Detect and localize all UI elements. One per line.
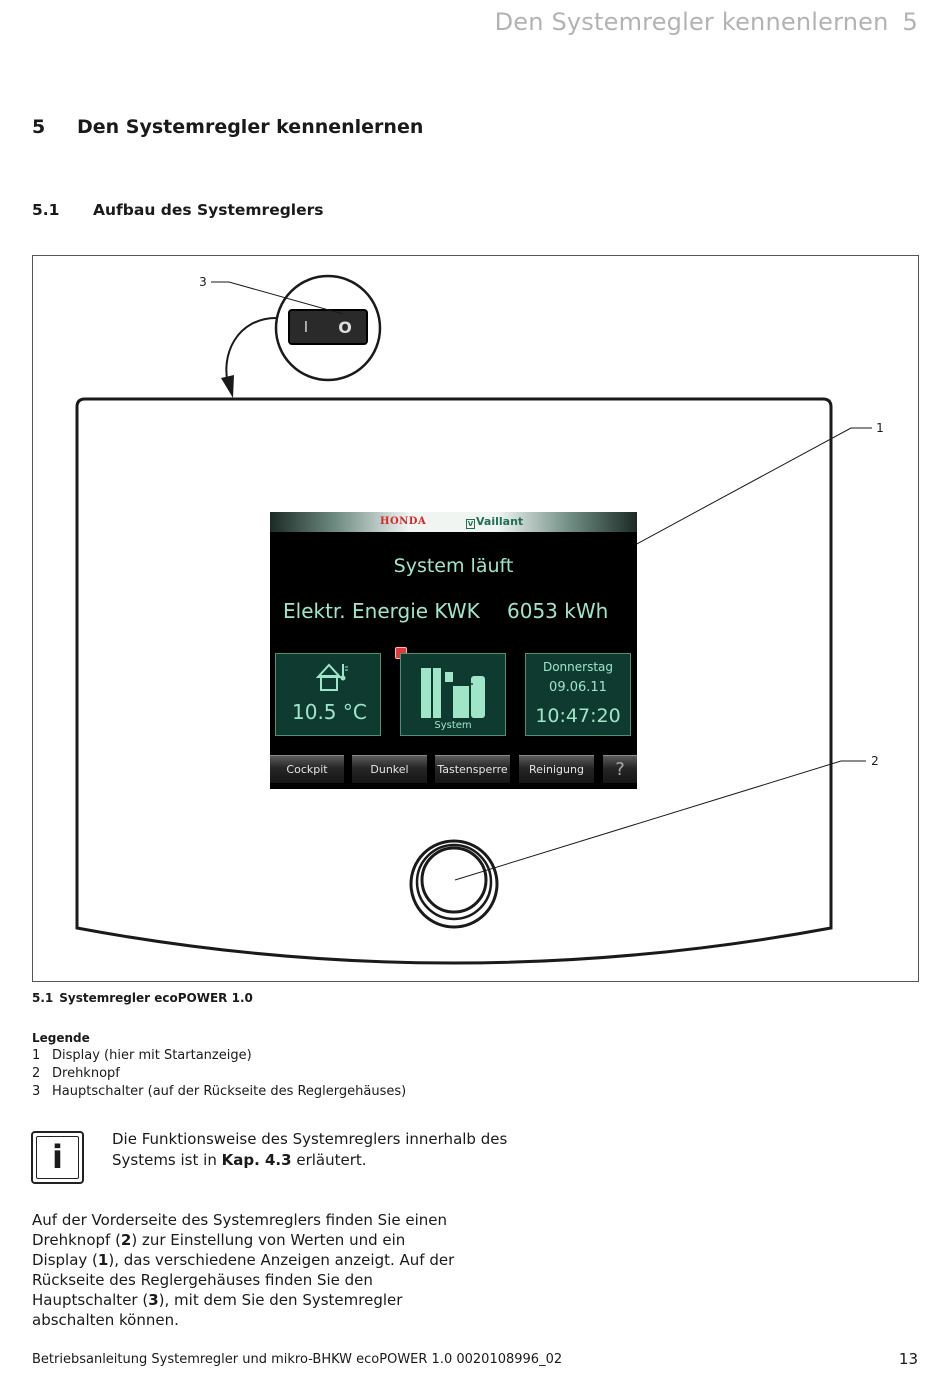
section-number: 5.1 [32,201,60,219]
legend-item-text: Drehknopf [52,1066,120,1081]
callout-line-2 [454,760,866,881]
legend-item-text: Hauptschalter (auf der Rückseite des Reg… [52,1084,407,1099]
page-number: 13 [898,1350,918,1368]
date-time-tile[interactable]: Donnerstag 09.06.11 10:47:20 [525,653,631,736]
callout-number-3: 3 [199,275,207,289]
help-icon[interactable]: ? [603,755,637,783]
outdoor-temperature-tile[interactable]: 10.5 °C [275,653,381,736]
figure-caption-title: Systemregler ecoPOWER 1.0 [59,991,253,1005]
weekday: Donnerstag [542,660,614,674]
legend-item-number: 3 [32,1084,41,1099]
body-ref-switch: 3 [148,1291,159,1309]
energy-label: Elektr. Energie KWK [283,599,480,623]
page-footer: Betriebsanleitung Systemregler und mikro… [32,1352,563,1367]
info-note-text-end: erläutert. [291,1151,367,1169]
section-title: Aufbau des Systemreglers [93,201,324,219]
system-tile-label: System [434,720,472,731]
body-paragraph: Auf der Vorderseite des Systemreglers fi… [32,1210,462,1330]
softkey-reinigung[interactable]: Reinigung [519,755,594,783]
body-ref-knob: 2 [120,1231,132,1249]
running-header-title: Den Systemregler kennenlernen [494,8,889,36]
info-note: Die Funktionsweise des Systemreglers inn… [112,1129,532,1171]
callout-number-1: 1 [876,421,884,435]
info-note-text: Die Funktionsweise des Systemreglers inn… [112,1130,508,1169]
main-switch-magnifier: I O [274,274,382,382]
info-note-reference: Kap. 4.3 [221,1151,292,1169]
running-header-chapter: 5 [902,8,918,36]
chapter-heading: 5 Den Systemregler kennenlernen [32,116,423,138]
softkey-tastensperre[interactable]: Tastensperre [435,755,510,783]
switch-off-symbol: O [338,318,352,337]
system-tile[interactable]: System [400,653,506,736]
house-thermometer-icon [315,663,348,691]
chapter-title: Den Systemregler kennenlernen [77,116,424,138]
system-status: System läuft [393,555,514,577]
rotary-knob-icon [409,839,499,929]
legend-item: 1 Display (hier mit Startanzeige) [32,1048,252,1063]
legend-item-number: 1 [32,1048,41,1063]
body-ref-display: 1 [97,1251,109,1269]
clock-time: 10:47:20 [535,705,621,727]
honda-logo: HONDA [380,516,427,527]
softkey-cockpit[interactable]: Cockpit [270,755,344,783]
callout-line-3 [211,281,344,315]
date: 09.06.11 [549,680,607,695]
info-icon-glyph: i [36,1136,79,1179]
body-text-part: ), das verschiedene Anzeigen anzeigt. Au… [32,1251,455,1309]
outdoor-temperature: 10.5 °C [292,700,367,724]
softkey-dunkel[interactable]: Dunkel [352,755,427,783]
body-text-part: ), mit dem Sie den Systemregler abschalt… [32,1291,403,1329]
figure-caption-number: 5.1 [32,991,54,1005]
energy-value: 6053 kWh [507,599,609,623]
legend-item: 3 Hauptschalter (auf der Rückseite des Re… [32,1084,406,1099]
info-icon: i [31,1131,84,1184]
switch-on-symbol: I [304,318,308,336]
legend-item: 2 Drehknopf [32,1066,120,1081]
legend-item-text: Display (hier mit Startanzeige) [52,1048,252,1063]
section-heading: 5.1 Aufbau des Systemreglers [32,201,324,219]
figure-caption: 5.1 Systemregler ecoPOWER 1.0 [32,991,253,1005]
system-units-icon [421,668,485,718]
callout-number-2: 2 [871,754,879,768]
legend-item-number: 2 [32,1066,41,1081]
vaillant-logo-text: Vaillant [476,515,524,528]
body-text-part: Auf der Vorderseite des Systemreglers fi… [32,1211,447,1249]
legend-title: Legende [32,1031,90,1045]
vaillant-mark: V [466,519,475,529]
body-text-part: ) zur Einstellung von Werten und ein Dis… [32,1231,406,1269]
callout-line-1 [595,427,872,567]
running-header: Den Systemregler kennenlernen 5 [495,8,918,36]
chapter-number: 5 [32,116,46,138]
